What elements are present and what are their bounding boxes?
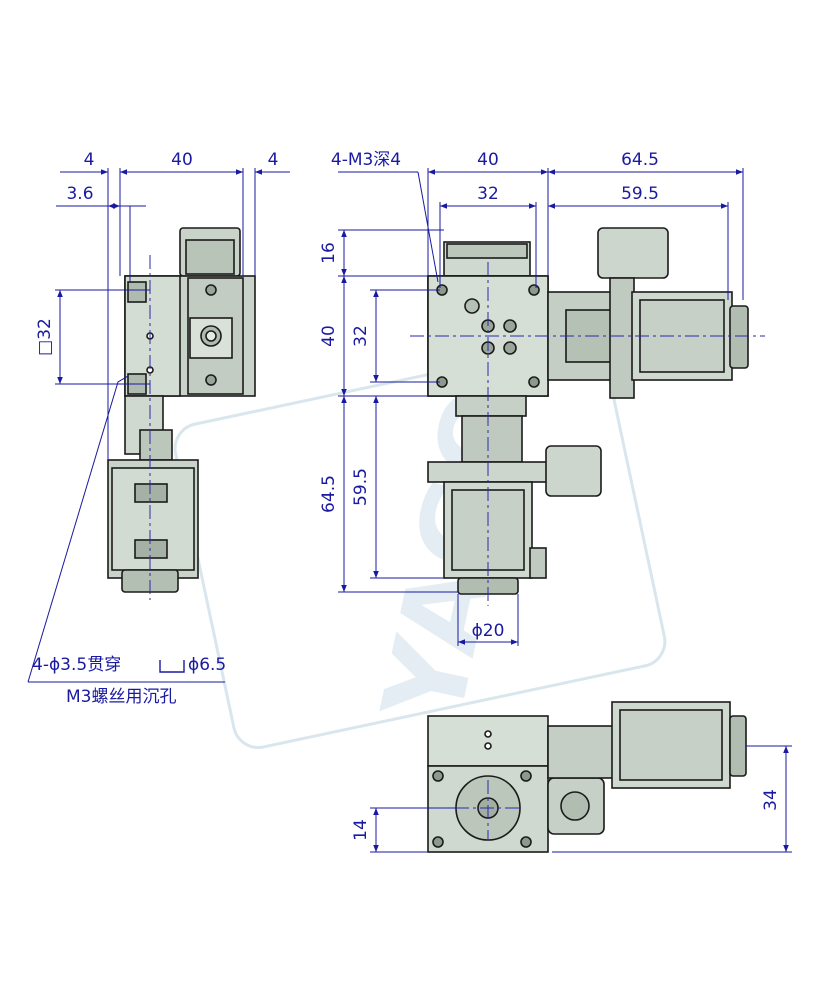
dim-bottom-34: 34 [761, 789, 781, 811]
dim-left-top-4b: 4 [268, 150, 279, 170]
front-view [427, 227, 749, 595]
dim-front-motor-59-5: 59.5 [621, 184, 659, 204]
label-tapped-holes: 4-M3深4 [331, 150, 401, 170]
dim-front-width-40: 40 [477, 150, 499, 170]
dim-left-3-6: 3.6 [66, 184, 93, 204]
note-through-hole: 4-ϕ3.5贯穿 [32, 655, 121, 675]
bottom-view [427, 701, 747, 853]
dim-left-top-4a: 4 [84, 150, 95, 170]
centerlines [149, 255, 765, 840]
dim-bottom-14: 14 [351, 819, 371, 841]
left-view [107, 227, 256, 593]
dim-front-motor-h-64-5: 64.5 [319, 475, 339, 513]
dim-front-height-16: 16 [319, 242, 339, 264]
dim-front-motor-h-59-5: 59.5 [351, 468, 371, 506]
dim-front-height-32: 32 [351, 325, 371, 347]
dim-front-motor-64-5: 64.5 [621, 150, 659, 170]
note-counterbore-purpose: M3螺丝用沉孔 [66, 687, 176, 707]
dim-front-inner-32: 32 [477, 184, 499, 204]
counterbore-symbol-icon [159, 660, 185, 673]
dim-left-square-32: □32 [35, 318, 55, 356]
dim-bore-phi-20: ϕ20 [472, 621, 505, 641]
dim-front-height-40: 40 [319, 325, 339, 347]
note-counterbore-diameter: ϕ6.5 [188, 655, 226, 675]
dimension-lines [27, 168, 792, 853]
dim-left-top-40: 40 [171, 150, 193, 170]
